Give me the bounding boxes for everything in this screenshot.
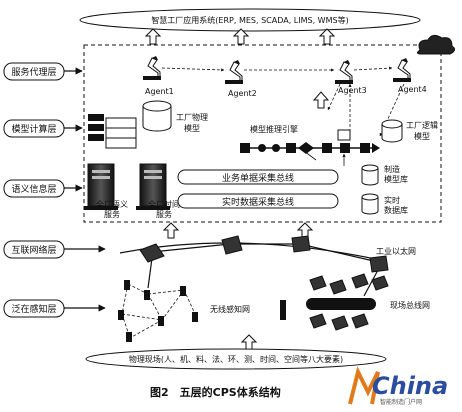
time-service-label-1: 全厂时间	[148, 199, 180, 209]
physical-model-database-icon	[142, 100, 172, 132]
layer-sensing: 泛在感知层	[11, 303, 56, 315]
business-bus	[177, 169, 339, 185]
fieldbus-devices	[306, 273, 389, 331]
layer-semantic-info: 语义信息层	[11, 183, 56, 195]
time-service-label-2: 服务	[156, 209, 172, 219]
switch-icon	[139, 235, 389, 273]
business-bus-label: 业务单据采集总线	[222, 172, 294, 184]
time-server-icon	[136, 163, 170, 210]
physical-model-icons	[88, 114, 137, 149]
layer-model-compute: 模型计算层	[11, 123, 56, 135]
up-arrows-network	[162, 222, 314, 239]
logic-model-database-icon	[381, 119, 403, 143]
physical-model-label-2: 模型	[184, 123, 200, 133]
cps-core-frame	[83, 44, 442, 223]
wireless-net-label: 无线感知网	[210, 304, 250, 314]
top-system-ellipse	[79, 8, 421, 32]
layer-service-agent: 服务代理层	[11, 66, 56, 78]
layer-arrows	[64, 67, 106, 312]
agent2-label: Agent2	[228, 89, 257, 98]
agent3-label: Agent3	[338, 86, 367, 95]
antenna-icon	[280, 300, 286, 320]
realtime-db-label-1: 实时	[384, 195, 400, 205]
industrial-ethernet-label: 工业以太网	[376, 246, 416, 256]
sensor-node-icon	[118, 280, 198, 342]
realtime-bus-label: 实时数据采集总线	[222, 196, 294, 208]
realtime-bus	[177, 193, 339, 209]
top-system-label: 智慧工厂应用系统(ERP, MES, SCADA, LIMS, WMS等)	[151, 15, 348, 25]
realtime-db-label-2: 数据库	[384, 205, 408, 215]
up-arrows-top	[144, 28, 336, 45]
up-arrow-center	[312, 91, 330, 109]
semantic-service-label-1: 全厂语义	[96, 199, 128, 209]
figure-caption: 图2 五层的CPS体系结构	[150, 385, 281, 399]
agent4-label: Agent4	[398, 85, 427, 94]
physical-field-ellipse	[85, 348, 387, 370]
physical-field-label: 物理现场(人、机、料、法、环、测、时间、空间等八大要素)	[129, 354, 343, 364]
up-arrow-bottom	[240, 334, 258, 351]
watermark-subtitle: 智能制造门户网	[380, 398, 422, 406]
reasoning-chain	[240, 129, 380, 161]
physical-model-label-1: 工厂物理	[176, 112, 208, 122]
agent1-label: Agent1	[145, 87, 174, 96]
layer-labels: 服务代理层 模型计算层 语义信息层 互联网络层 泛在感知层	[3, 62, 65, 318]
watermark-brand: China	[372, 372, 448, 400]
fieldbus-label: 现场总线网	[390, 300, 430, 310]
cloud-icon	[416, 34, 456, 55]
layer-internet: 互联网络层	[11, 244, 56, 256]
agent-robot-icon	[335, 60, 353, 84]
semantic-server-icon	[84, 163, 118, 210]
agent-robot-icon	[143, 56, 161, 80]
manufacturing-db-icon	[361, 164, 379, 186]
reasoning-engine-label: 模型推理引擎	[250, 124, 298, 134]
realtime-db-icon	[361, 193, 379, 215]
manufacturing-db-label-1: 制造	[384, 164, 400, 174]
logic-model-label-2: 模型	[414, 131, 430, 141]
watermark-logo: China 智能制造门户网	[348, 366, 448, 406]
agent-robot-icon	[393, 58, 411, 82]
semantic-service-label-2: 服务	[104, 209, 120, 219]
manufacturing-db-label-2: 模型库	[384, 174, 408, 184]
agent-robot-icon	[225, 60, 243, 84]
logic-model-label-1: 工厂逻辑	[406, 120, 438, 130]
